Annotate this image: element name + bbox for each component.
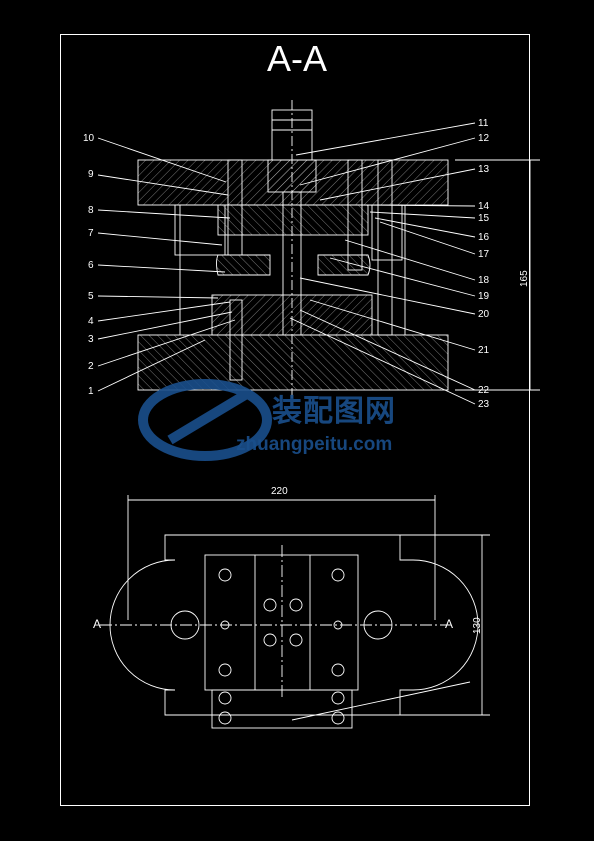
part-label-12: 12	[478, 133, 490, 144]
part-label-11: 11	[478, 118, 489, 129]
part-label-16: 16	[478, 232, 490, 243]
part-label-2: 2	[88, 361, 94, 372]
part-label-20: 20	[478, 309, 490, 320]
plan-view	[100, 495, 490, 729]
part-label-18: 18	[478, 275, 490, 286]
guide-left	[174, 204, 226, 256]
section-mark-left: A	[93, 617, 102, 631]
part-label-3: 3	[88, 334, 94, 345]
watermark-url: zhuangpeitu.com	[236, 434, 393, 455]
section-title: A-A	[266, 38, 327, 79]
watermark-text: 装配图网	[272, 394, 396, 429]
part-label-22: 22	[478, 385, 490, 396]
part-label-13: 13	[478, 164, 490, 175]
watermark-logo	[138, 379, 272, 461]
drawing-frame	[60, 34, 530, 806]
dimension-width: 220	[271, 486, 288, 497]
section-mark-right: A	[445, 617, 454, 631]
part-label-5: 5	[88, 291, 94, 302]
dimension-plan-height: 130	[472, 617, 483, 634]
part-label-6: 6	[88, 260, 94, 271]
part-label-15: 15	[478, 213, 490, 224]
part-label-1: 1	[88, 386, 94, 397]
part-label-14: 14	[478, 201, 490, 212]
part-label-10: 10	[83, 133, 95, 144]
section-view	[97, 100, 540, 405]
part-label-23: 23	[478, 399, 490, 410]
dimension-section-height: 165	[519, 270, 530, 287]
part-label-4: 4	[88, 316, 94, 327]
part-label-7: 7	[88, 228, 94, 239]
part-label-19: 19	[478, 291, 490, 302]
part-label-8: 8	[88, 205, 94, 216]
part-label-21: 21	[478, 345, 490, 356]
part-label-9: 9	[88, 169, 94, 180]
part-label-17: 17	[478, 249, 490, 260]
